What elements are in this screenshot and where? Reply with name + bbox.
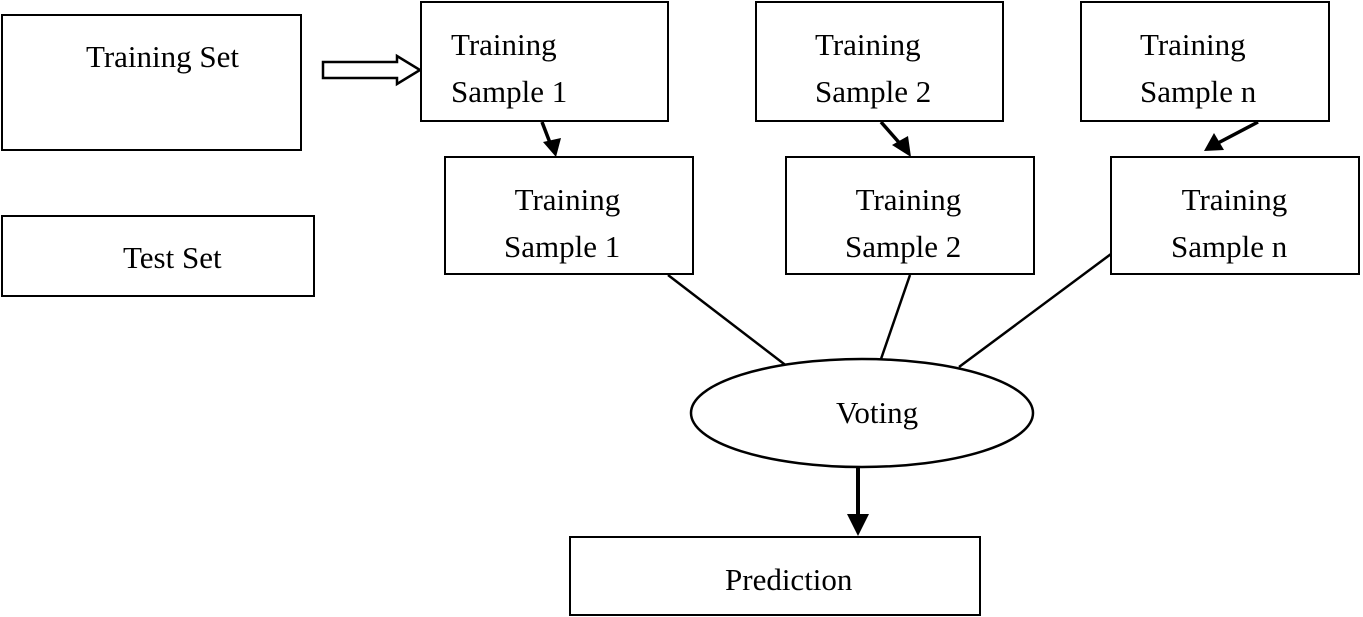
hollow-arrow-icon (321, 53, 423, 87)
voting-ellipse (689, 357, 1035, 469)
label-line-1: Training (1140, 27, 1246, 62)
arrowhead-prediction (847, 514, 869, 536)
label-line-2: Sample n (1171, 229, 1288, 264)
bootstrap-sample-2-box (755, 1, 1004, 122)
label-line-1: Training (451, 27, 557, 62)
trained-sample-1-label: Training Sample 1 (504, 176, 620, 270)
bootstrap-sample-n-box (1080, 1, 1330, 122)
line-sample-n-to-voting (958, 252, 1112, 369)
arrowhead-sample-1 (543, 138, 561, 157)
arrowhead-sample-n (1204, 133, 1224, 151)
training-set-label: Training Set (86, 39, 240, 74)
label-line-1: Training (815, 27, 921, 62)
bootstrap-sample-1-label: Training Sample 1 (451, 21, 567, 115)
label-line-2: Sample 2 (845, 229, 962, 264)
label-line-1: Training (514, 182, 621, 217)
label-line-1: Training (1181, 182, 1288, 217)
trained-sample-2-label: Training Sample 2 (845, 176, 961, 270)
trained-sample-2-box (785, 156, 1035, 275)
bootstrap-sample-2-label: Training Sample 2 (815, 21, 931, 115)
trained-sample-1-box (444, 156, 694, 275)
label-line-2: Sample 2 (815, 74, 932, 109)
label-line-2: Sample 1 (504, 229, 621, 264)
prediction-box (569, 536, 981, 616)
arrow-sample-n (1217, 120, 1259, 145)
line-sample-1-to-voting (667, 274, 789, 368)
label-line-2: Sample 1 (451, 74, 568, 109)
bootstrap-sample-n-label: Training Sample n (1140, 21, 1256, 115)
line-sample-2-to-voting (879, 274, 912, 360)
voting-label: Voting (836, 395, 919, 430)
training-set-box (1, 14, 302, 151)
label-line-1: Training (855, 182, 962, 217)
trained-sample-n-label: Training Sample n (1171, 176, 1287, 270)
test-set-label: Test Set (123, 240, 222, 275)
prediction-label: Prediction (725, 562, 853, 597)
trained-sample-n-box (1110, 156, 1360, 275)
label-line-2: Sample n (1140, 74, 1257, 109)
test-set-box (1, 215, 315, 297)
arrowhead-sample-2 (892, 136, 911, 157)
bootstrap-sample-1-box (420, 1, 669, 122)
